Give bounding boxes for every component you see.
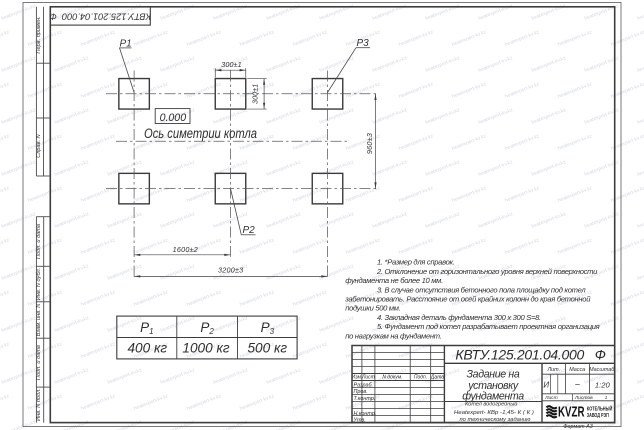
svg-text:Инв. N подл.: Инв. N подл. bbox=[36, 388, 42, 421]
svg-text:Листов: Листов bbox=[574, 395, 593, 401]
svg-text:забетонировать. Расстояние от: забетонировать. Расстояние от осей крайн… bbox=[344, 295, 591, 304]
svg-text:P2: P2 bbox=[243, 225, 256, 236]
svg-text:300±1: 300±1 bbox=[251, 84, 260, 104]
svg-text:Подп.: Подп. bbox=[414, 375, 427, 381]
svg-text:–: – bbox=[574, 380, 580, 389]
svg-text:Лит.: Лит. bbox=[546, 367, 560, 373]
svg-text:установку: установку bbox=[467, 380, 519, 392]
svg-text:1: 1 bbox=[605, 395, 608, 401]
svg-text:Утв.: Утв. bbox=[353, 418, 366, 424]
svg-text:Перв. примен.: Перв. примен. bbox=[36, 16, 42, 53]
svg-text:300±1: 300±1 bbox=[221, 60, 241, 69]
svg-text:Масса: Масса bbox=[569, 367, 585, 373]
svg-text:Инв. N дубл.: Инв. N дубл. bbox=[36, 268, 42, 300]
svg-text:Лист: Лист bbox=[544, 395, 558, 401]
svg-text:500 кг: 500 кг bbox=[248, 340, 288, 355]
svg-text:N докум.: N докум. bbox=[382, 375, 402, 381]
svg-text:ЗАВОД РЭП: ЗАВОД РЭП bbox=[587, 413, 609, 419]
svg-text:3. В случае отсутствия бетонно: 3. В случае отсутствия бетонного пола пл… bbox=[377, 285, 586, 294]
svg-text:КОТЕЛЬНЫЙ: КОТЕЛЬНЫЙ bbox=[587, 404, 613, 412]
svg-text:Н.контр.: Н.контр. bbox=[354, 411, 377, 417]
svg-text:1600±2: 1600±2 bbox=[173, 245, 198, 254]
svg-text:Дата: Дата bbox=[430, 375, 444, 381]
svg-text:Изм.: Изм. bbox=[352, 375, 363, 381]
svg-text:4. Закладная деталь фундамента: 4. Закладная деталь фундамента 300 x 300… bbox=[377, 313, 541, 322]
svg-text:1:20: 1:20 bbox=[595, 380, 611, 389]
svg-text:400 кг: 400 кг bbox=[128, 340, 168, 355]
svg-text:КВТУ.125.201.04.000 Ф: КВТУ.125.201.04.000 Ф bbox=[455, 346, 605, 362]
svg-text:Пров.: Пров. bbox=[354, 389, 368, 395]
svg-text:Т.контр.: Т.контр. bbox=[354, 396, 376, 402]
svg-text:960±3: 960±3 bbox=[365, 133, 374, 154]
svg-text:Подп. и дата: Подп. и дата bbox=[36, 345, 42, 380]
svg-text:Ось симетрии котла: Ось симетрии котла bbox=[144, 126, 257, 142]
svg-text:Разраб.: Разраб. bbox=[354, 382, 374, 388]
svg-text:KVZR: KVZR bbox=[558, 405, 585, 421]
svg-text:И: И bbox=[543, 380, 549, 389]
svg-text:1. *Размер для справок.: 1. *Размер для справок. bbox=[377, 258, 455, 267]
svg-text:3200±3: 3200±3 bbox=[218, 265, 243, 274]
svg-text:по техническому заданию: по техническому заданию bbox=[460, 417, 531, 423]
svg-text:Задание на: Задание на bbox=[467, 368, 520, 380]
svg-text:P1: P1 bbox=[120, 38, 132, 49]
svg-text:Котел водогрейный: Котел водогрейный bbox=[465, 401, 517, 408]
svg-text:5. Фундамент под котел разраба: 5. Фундамент под котел разрабатывает про… bbox=[377, 322, 600, 331]
svg-text:1000 кг: 1000 кг bbox=[182, 340, 229, 355]
svg-text:фундамента не более 10 мм.: фундамента не более 10 мм. bbox=[345, 276, 443, 285]
svg-text:Heatexpert- КВр -1,45- К ( К ): Heatexpert- КВр -1,45- К ( К ) bbox=[454, 410, 534, 416]
svg-text:Взам. инв. N: Взам. инв. N bbox=[36, 303, 42, 337]
svg-text:фундамента: фундамента bbox=[462, 391, 524, 403]
svg-text:подушки 500 мм.: подушки 500 мм. bbox=[345, 304, 401, 313]
svg-text:0.000: 0.000 bbox=[160, 112, 187, 124]
svg-text:2. Отклонение от горизонтально: 2. Отклонение от горизонтального уровня … bbox=[376, 267, 598, 276]
svg-text:КВТУ.125.201.04.000 Ф: КВТУ.125.201.04.000 Ф bbox=[49, 11, 151, 21]
svg-text:Справ. N: Справ. N bbox=[36, 133, 42, 157]
svg-text:Формат А3: Формат А3 bbox=[563, 424, 593, 430]
svg-text:Масштаб: Масштаб bbox=[589, 367, 615, 373]
svg-text:Подп. и дата: Подп. и дата bbox=[36, 224, 42, 259]
svg-text:по нагрузкам на фундамент.: по нагрузкам на фундамент. bbox=[345, 331, 442, 340]
svg-text:P3: P3 bbox=[357, 38, 370, 49]
svg-text:Лист: Лист bbox=[361, 375, 375, 381]
